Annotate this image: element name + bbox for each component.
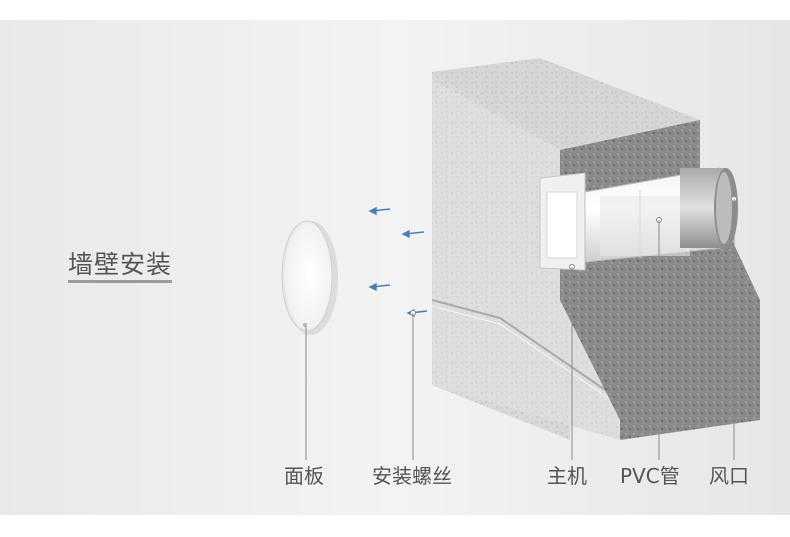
label-vent: 风口 <box>709 464 749 488</box>
callout-lines <box>305 196 737 460</box>
screw-arrow-icon <box>368 206 428 318</box>
diagram-title: 墙壁安装 <box>68 250 173 279</box>
label-screws: 安装螺丝 <box>372 464 452 488</box>
vent-cap-icon <box>680 168 738 248</box>
label-host: 主机 <box>547 464 587 488</box>
panel-disc-icon <box>281 220 338 335</box>
label-pvc-pipe: PVC管 <box>620 464 680 488</box>
label-panel: 面板 <box>284 464 324 488</box>
